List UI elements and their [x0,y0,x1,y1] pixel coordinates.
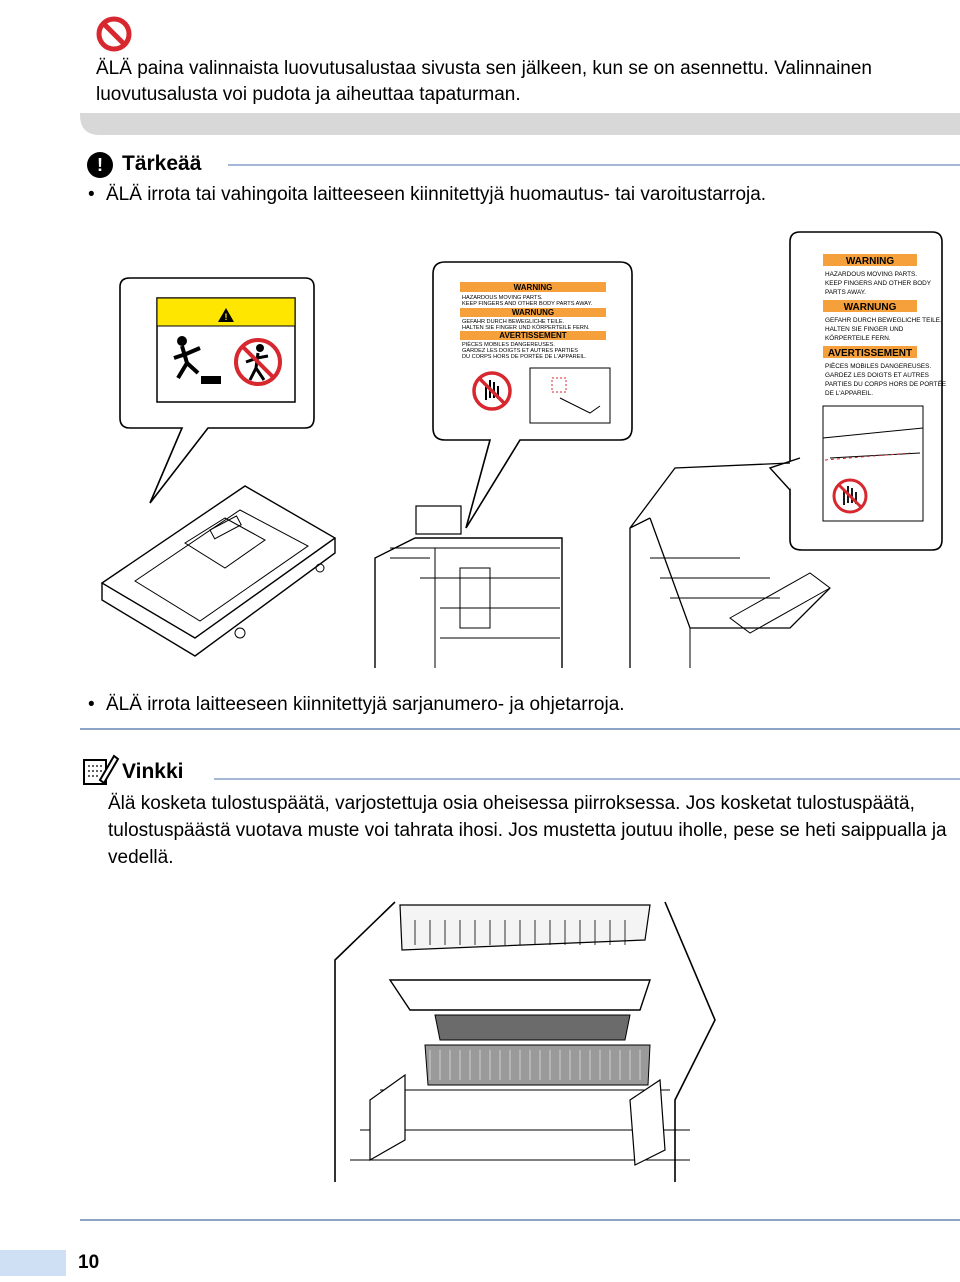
tip-rule [214,778,960,780]
section-divider [80,728,960,730]
label-right-line-3: KEEP FINGERS AND OTHER BODY [825,280,932,287]
warning-text: ÄLÄ paina valinnaista luovutusalustaa si… [96,58,873,105]
label-middle-line-6: HALTEN SIE FINGER UND KÖRPERTEILE FERN. [462,324,590,331]
bullet-dot: • [88,184,95,205]
label-middle-line-2: HAZARDOUS MOVING PARTS. [462,295,543,301]
exclamation-icon: ! [87,152,113,178]
label-right-line-13: DE L'APPAREIL. [825,390,873,397]
prohibited-icon [96,16,132,52]
label-right-line-6: GEFAHR DURCH BEWEGLICHE TEILE. [825,317,942,324]
label-right-line-4: PARTS AWAY. [825,289,866,296]
tip-text: Älä kosketa tulostuspäätä, varjostettuja… [108,793,947,868]
warning-labels-figure: ! WARNING HAZARDOUS MOVING PARTS. KEEP F… [90,228,960,668]
bullet-text: ÄLÄ irrota tai vahingoita laitteeseen ki… [106,184,767,205]
important-bullet-1: • ÄLÄ irrota tai vahingoita laitteeseen k… [88,182,948,208]
label-right-line-2: HAZARDOUS MOVING PARTS. [825,271,917,278]
page-number: 10 [78,1252,100,1273]
label-middle-line-5: GEFAHR DURCH BEWEGLICHE TEILE. [462,319,565,325]
important-rule [228,164,960,166]
label-middle-line-3: KEEP FINGERS AND OTHER BODY PARTS AWAY. [462,301,593,307]
section-band [80,113,960,135]
label-right-line-10: PIÈCES MOBILES DANGEREUSES. [825,361,931,370]
tip-title: Vinkki [122,760,184,783]
label-middle-line-1: WARNING [514,283,553,292]
bullet-text: ÄLÄ irrota laitteeseen kiinnitettyjä sar… [106,694,625,715]
svg-text:!: ! [225,312,228,322]
label-middle-line-4: WARNUNG [512,308,554,317]
important-bullet-2: • ÄLÄ irrota laitteeseen kiinnitettyjä sa… [88,692,948,718]
bullet-dot: • [88,694,95,715]
label-right-line-7: HALTEN SIE FINGER UND [825,326,904,333]
label-middle-line-7: AVERTISSEMENT [499,331,567,340]
label-right-line-1: WARNING [846,256,895,267]
page-tab [0,1250,66,1276]
open-printer-illustration [330,900,720,1182]
label-middle-line-8: PIÈCES MOBILES DANGEREUSES. [462,341,555,348]
label-right-line-5: WARNUNG [844,302,897,313]
label-right-line-8: KÖRPERTEILE FERN. [825,334,891,342]
important-title: Tärkeää [122,152,202,175]
note-pencil-icon [80,752,120,788]
label-middle-line-9: GARDEZ LES DOIGTS ET AUTRES PARTIES [462,348,578,354]
footer-rule [80,1219,960,1221]
label-middle-line-10: DU CORPS HORS DE PORTÉE DE L'APPAREIL. [462,353,587,360]
label-right-line-12: PARTIES DU CORPS HORS DE PORTÉE [825,379,946,388]
label-right-line-9: AVERTISSEMENT [828,348,912,359]
label-right-line-11: GARDEZ LES DOIGTS ET AUTRES [825,372,929,379]
